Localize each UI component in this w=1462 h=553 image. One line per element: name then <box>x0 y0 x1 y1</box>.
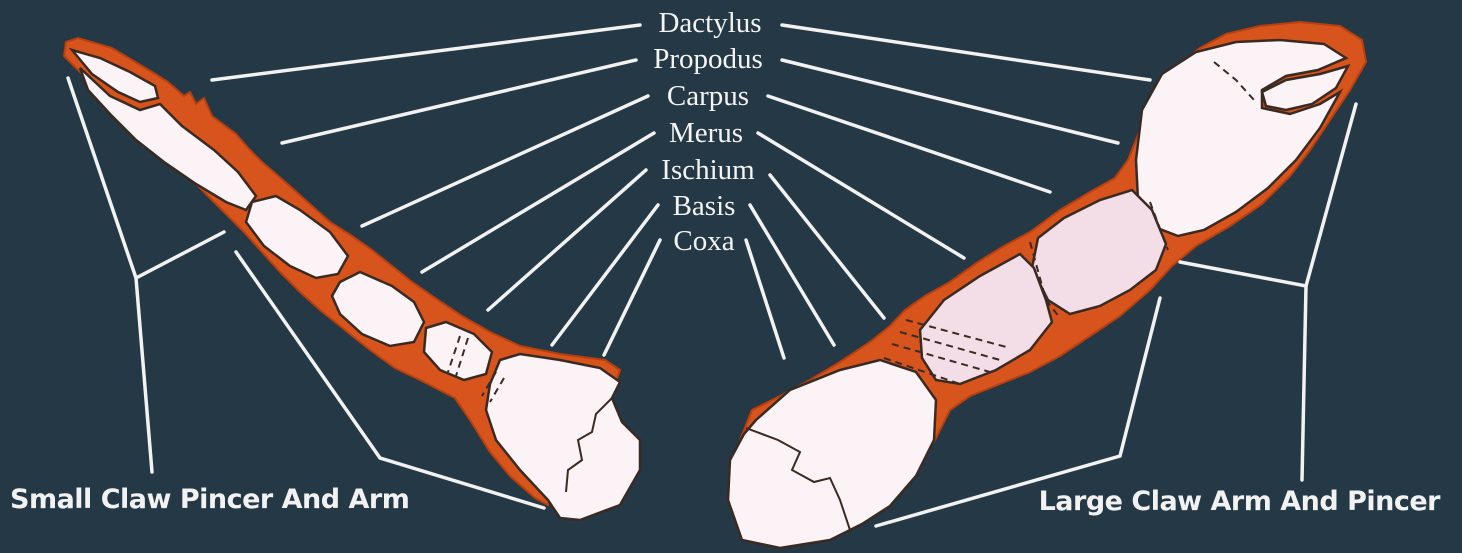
label-carpus: Carpus <box>667 80 749 112</box>
label-dactylus: Dactylus <box>658 7 761 39</box>
caption-large-claw: Large Claw Arm And Pincer <box>1039 486 1442 517</box>
label-basis: Basis <box>673 190 736 222</box>
label-ischium: Ischium <box>661 154 755 186</box>
large-basis-coxa <box>728 360 936 548</box>
large-claw <box>728 22 1366 548</box>
label-merus: Merus <box>669 117 743 149</box>
label-coxa: Coxa <box>673 225 734 257</box>
small-basis-coxa <box>486 354 640 520</box>
segment-labels: Dactylus Propodus Carpus Merus Ischium B… <box>653 7 763 257</box>
caption-small-claw: Small Claw Pincer And Arm <box>10 484 409 515</box>
small-carpus <box>246 196 348 278</box>
label-propodus: Propodus <box>653 43 763 75</box>
large-carpus <box>1032 190 1166 314</box>
